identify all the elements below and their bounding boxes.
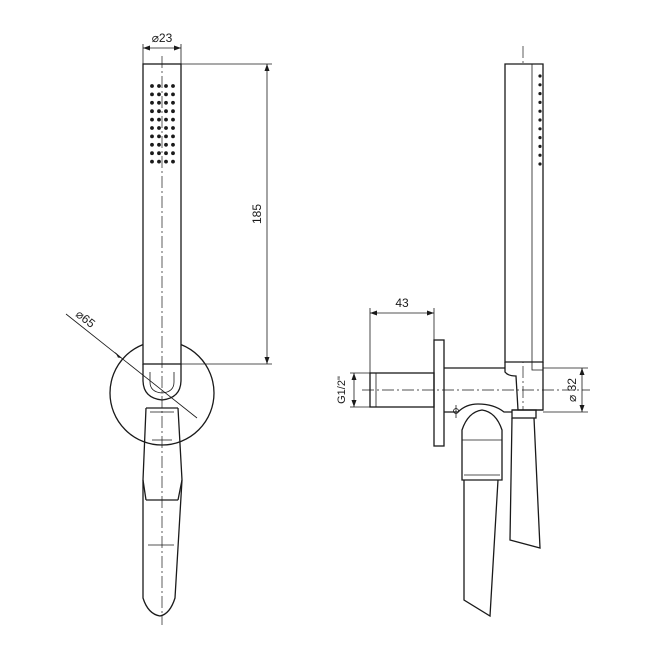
spray-nozzle (171, 109, 175, 114)
front-holder (142, 407, 183, 481)
side-spray-nozzle (538, 127, 542, 131)
side-hose-left (463, 479, 499, 618)
spray-nozzle (150, 109, 154, 114)
side-spray-nozzle (538, 144, 542, 148)
spray-nozzle (157, 109, 161, 114)
spray-nozzle (150, 117, 154, 122)
label-projection: 43 (395, 296, 409, 310)
side-view: 43 G1/2" ⌀ 32 (336, 46, 590, 618)
spray-nozzle (150, 100, 154, 105)
spray-nozzle (150, 92, 154, 97)
spray-nozzle (157, 142, 161, 147)
label-handle-length: 185 (250, 204, 264, 224)
side-holder-lip (531, 362, 543, 371)
side-spray-nozzle (538, 92, 542, 96)
side-wall-flange (433, 339, 445, 447)
spray-nozzle (150, 126, 154, 130)
side-holder-collar (511, 409, 537, 419)
side-spray-nozzle (538, 109, 542, 113)
spray-nozzle (171, 126, 175, 130)
side-outlet-nut (461, 409, 503, 481)
spray-nozzle (150, 84, 154, 88)
front-hose (142, 479, 183, 617)
spray-nozzle (157, 117, 161, 122)
side-spray-nozzle (538, 100, 542, 104)
spray-nozzle (164, 126, 168, 130)
spray-nozzle (164, 100, 168, 105)
spray-nozzle (171, 151, 175, 156)
front-handle-body (142, 63, 182, 365)
side-spray-nozzle (538, 136, 542, 140)
spray-nozzle (164, 92, 168, 97)
spray-nozzle (157, 84, 161, 88)
side-spray-nozzle (538, 83, 542, 87)
spray-nozzle (157, 92, 161, 97)
spray-nozzle (164, 142, 168, 147)
label-thread: G1/2" (336, 376, 348, 404)
spray-nozzle (164, 84, 168, 88)
side-spray-nozzle (538, 162, 542, 166)
side-elbow-body (444, 367, 512, 413)
dimension-projection: 43 (369, 296, 435, 373)
spray-nozzle (164, 134, 168, 139)
spray-nozzle (157, 159, 161, 164)
side-spray-nozzle (538, 118, 542, 122)
spray-nozzle (157, 151, 161, 156)
spray-nozzle (164, 109, 168, 114)
spray-nozzle (164, 117, 168, 122)
front-view: ⌀23 185 ⌀65 (65, 31, 272, 625)
front-hose-connector (142, 479, 183, 501)
spray-nozzle (150, 134, 154, 139)
label-handle-diameter: ⌀23 (152, 31, 173, 45)
side-spray-nozzle (538, 74, 542, 78)
dimension-handle-length: 185 (181, 63, 272, 365)
dimension-handle-diameter: ⌀23 (142, 31, 182, 64)
spray-nozzle (150, 159, 154, 164)
spray-nozzle (171, 159, 175, 164)
spray-nozzle (157, 134, 161, 139)
side-handle-body (504, 63, 544, 363)
side-spray-nozzles (538, 74, 542, 166)
spray-nozzle (164, 151, 168, 156)
spray-nozzle (171, 100, 175, 105)
side-holder (504, 362, 544, 411)
dimension-thread: G1/2" (336, 372, 370, 408)
side-spray-nozzle (538, 153, 542, 157)
spray-nozzle (171, 142, 175, 147)
side-hose-right (509, 417, 541, 549)
spray-nozzle (171, 92, 175, 97)
spray-nozzle (171, 84, 175, 88)
label-holder-diameter: ⌀ 32 (565, 378, 579, 402)
dimension-holder-diameter: ⌀ 32 (543, 367, 588, 413)
spray-nozzle (164, 159, 168, 164)
label-flange-diameter: ⌀65 (73, 307, 98, 331)
spray-nozzle (171, 117, 175, 122)
spray-nozzle (150, 142, 154, 147)
spray-nozzles (150, 84, 175, 164)
spray-nozzle (157, 100, 161, 105)
spray-nozzle (150, 151, 154, 156)
spray-nozzle (157, 126, 161, 130)
spray-nozzle (171, 134, 175, 139)
